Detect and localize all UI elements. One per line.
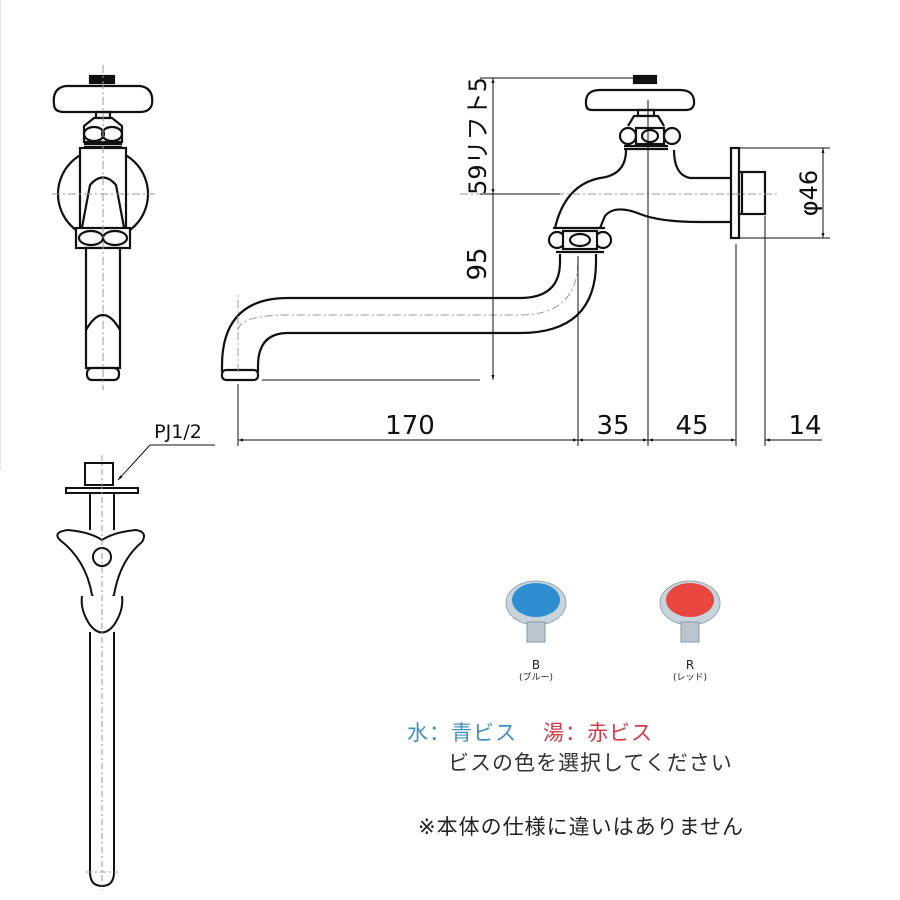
dim-95: 95 (463, 247, 493, 280)
screw-red-code: R (685, 658, 695, 672)
disclaimer-note: ※本体の仕様に違いはありません (418, 815, 744, 839)
screw-blue-label: B (ブルー) (506, 658, 566, 684)
dim-45: 45 (675, 411, 708, 441)
screw-red-label: R (レッド) (660, 658, 720, 684)
dim-lift: 59リフト5 (464, 77, 492, 195)
dim-170: 170 (385, 411, 435, 441)
screw-blue-code: B (531, 658, 541, 672)
hot-screw-note: 湯：赤ビス (543, 721, 653, 745)
screw-blue-name: (ブルー) (518, 673, 554, 683)
water-screw-note: 水：青ビス (407, 721, 517, 745)
screw-red-image (659, 580, 721, 643)
dim-phi46: φ46 (795, 170, 823, 216)
dim-35: 35 (596, 411, 629, 441)
page-border (0, 0, 1, 470)
thread-label: PJ1/2 (154, 421, 202, 443)
top-view (56, 462, 145, 888)
side-view (220, 74, 767, 382)
screw-color-note: 水：青ビス 湯：赤ビス (0, 717, 900, 747)
screw-blue-image (505, 580, 567, 643)
screw-red-name: (レッド) (672, 673, 708, 683)
dim-14: 14 (788, 411, 821, 441)
select-color-note: ビスの色を選択してください (448, 751, 733, 775)
